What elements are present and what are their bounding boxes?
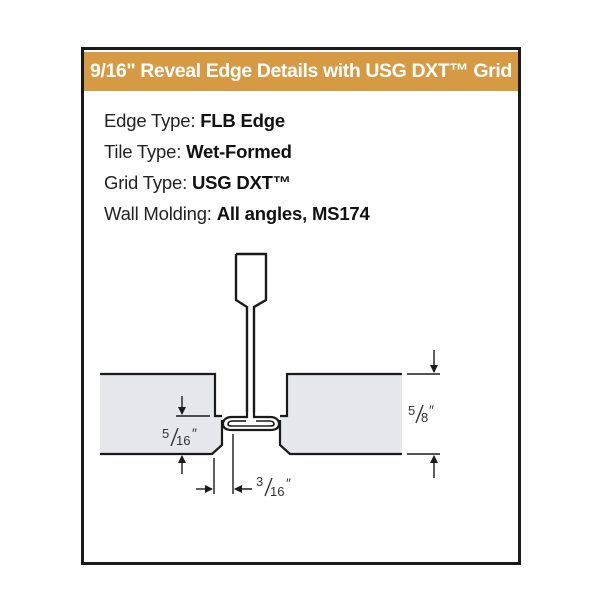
spec-value: All angles, MS174 — [216, 203, 370, 224]
right-tile-outline — [278, 372, 402, 456]
detail-card: 9/16" Reveal Edge Details with USG DXT™ … — [81, 47, 521, 565]
spec-label: Grid Type: — [104, 172, 192, 193]
dim-3-16-den: 16 — [270, 484, 284, 499]
dimension-reveal-depth: 5 16 ″ — [162, 396, 210, 474]
spec-label: Wall Molding: — [104, 203, 217, 224]
spec-label: Edge Type: — [104, 110, 201, 131]
spec-value: USG DXT™ — [191, 172, 292, 193]
spec-value: FLB Edge — [200, 110, 285, 131]
spec-label: Tile Type: — [104, 141, 187, 162]
grid-bulb — [234, 252, 268, 412]
right-ceiling-tile — [280, 374, 402, 454]
dim-5-8-den: 8 — [421, 410, 428, 425]
dim-5-8-unit: ″ — [429, 402, 434, 418]
dim-3-16-num: 3 — [256, 474, 263, 489]
spec-value: Wet-Formed — [186, 141, 292, 162]
spec-list: Edge Type: FLB Edge Tile Type: Wet-Forme… — [104, 105, 370, 229]
spec-tile-type: Tile Type: Wet-Formed — [104, 136, 370, 167]
dimension-tile-thickness: 5 8 ″ — [407, 350, 440, 478]
spec-grid-type: Grid Type: USG DXT™ — [104, 167, 370, 198]
left-tile-outline — [100, 372, 224, 456]
spec-edge-type: Edge Type: FLB Edge — [104, 105, 370, 136]
spec-wall-molding: Wall Molding: All angles, MS174 — [104, 198, 370, 229]
dim-5-16-num: 5 — [162, 426, 169, 441]
left-ceiling-tile — [100, 374, 222, 454]
dimension-reveal-gap: 3 16 ″ — [196, 434, 291, 499]
card-title: 9/16" Reveal Edge Details with USG DXT™ … — [84, 52, 518, 91]
dim-3-16-unit: ″ — [286, 475, 291, 491]
dim-5-8-num: 5 — [408, 403, 415, 418]
dim-5-16-unit: ″ — [192, 425, 197, 441]
dim-5-16-den: 16 — [176, 433, 190, 448]
